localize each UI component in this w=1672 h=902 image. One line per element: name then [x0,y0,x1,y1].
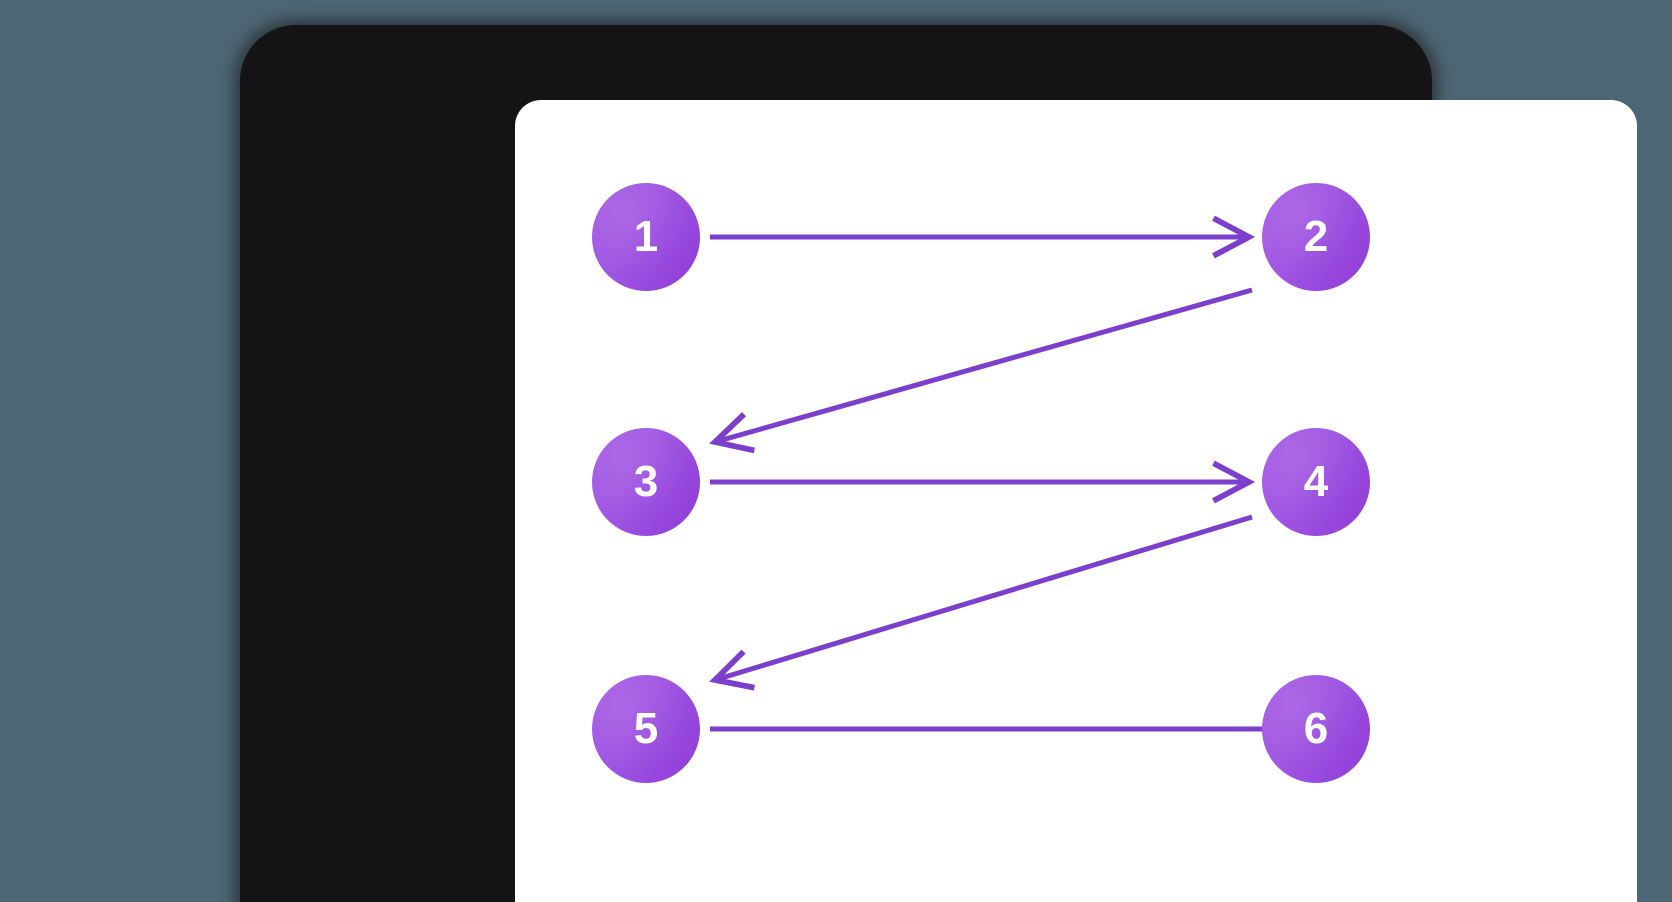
device-screen: 1 2 3 4 5 6 [515,100,1637,902]
edge-2-to-3 [709,287,1253,454]
edge-4-to-5 [709,514,1253,691]
diagram-canvas[interactable]: 1 2 3 4 5 6 [515,100,1637,902]
node-3[interactable]: 3 [592,428,700,536]
node-1-label: 1 [633,212,659,261]
node-4[interactable]: 4 [1262,428,1370,536]
node-2[interactable]: 2 [1262,183,1370,291]
edge-layer [709,215,1324,751]
node-5-label: 5 [633,704,659,753]
node-6-label: 6 [1303,704,1329,753]
node-4-label: 4 [1303,457,1329,506]
node-3-label: 3 [633,457,659,506]
node-2-label: 2 [1303,212,1329,261]
device-bezel: 1 2 3 4 5 6 [240,25,1637,902]
node-6[interactable]: 6 [1262,675,1370,783]
node-1[interactable]: 1 [592,183,700,291]
node-5[interactable]: 5 [592,675,700,783]
